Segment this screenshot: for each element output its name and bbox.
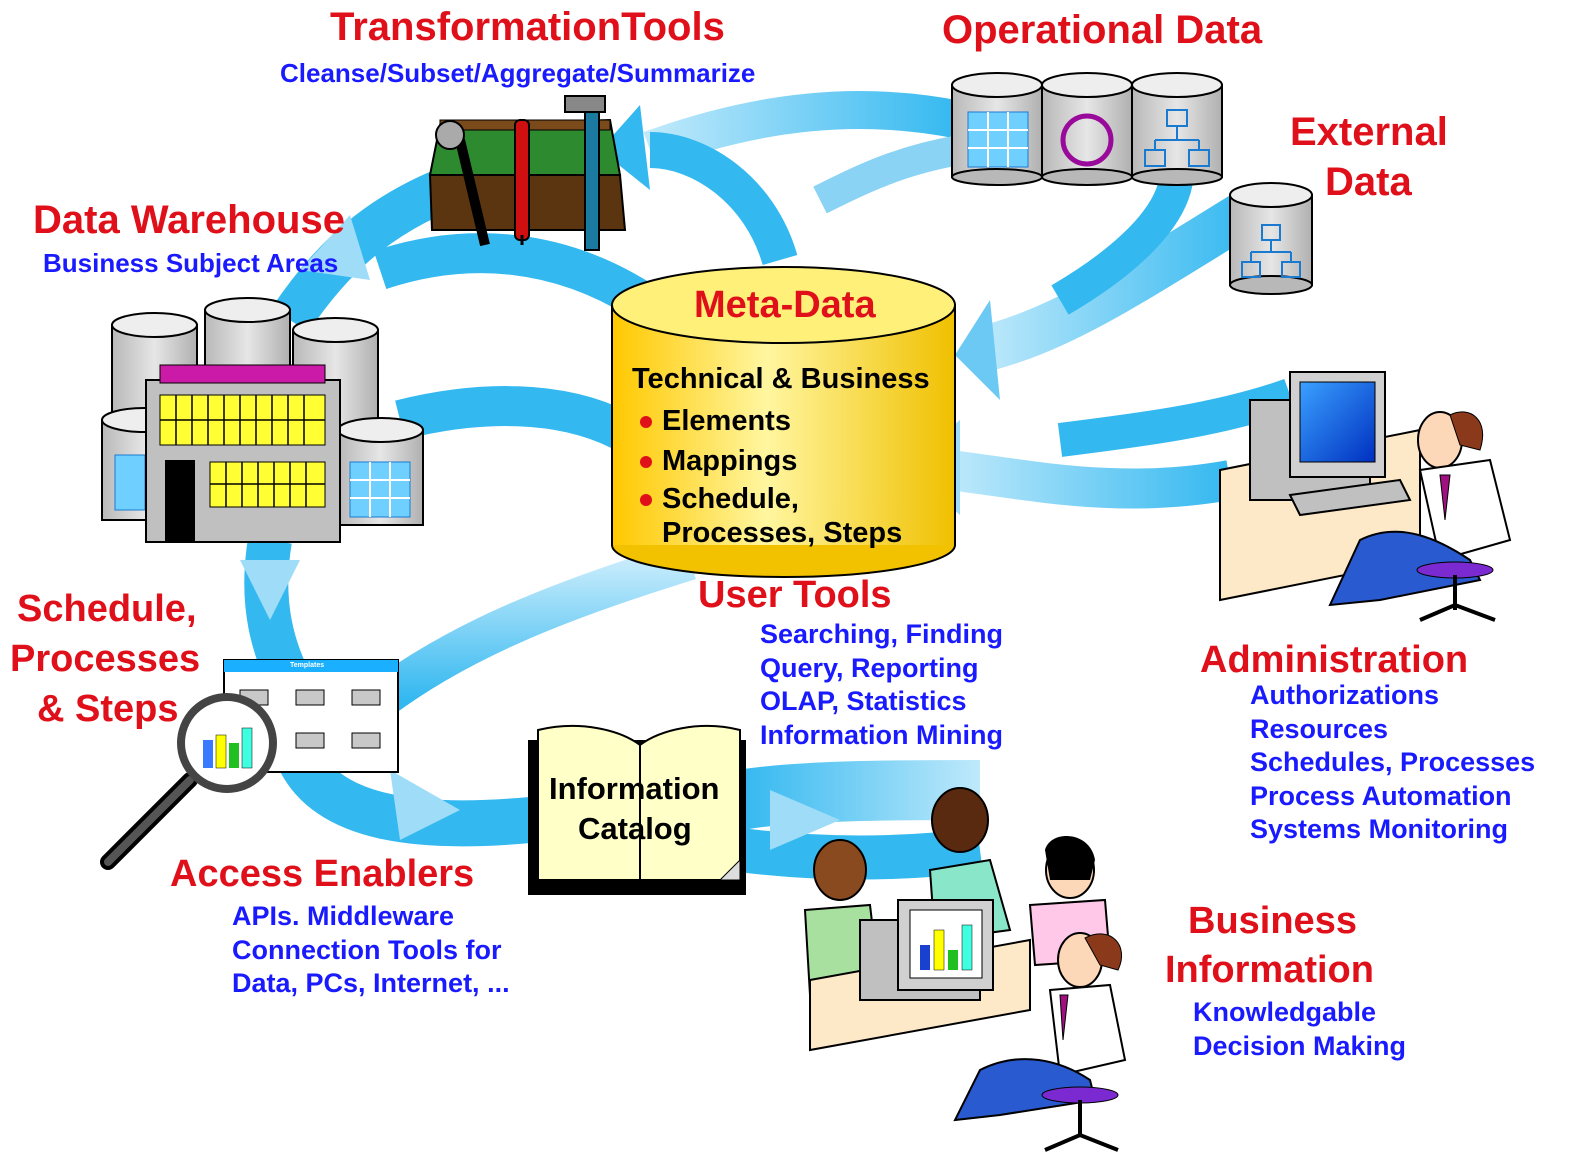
external-data-title-line2: Data — [1325, 160, 1412, 204]
administration-list: Authorizations Resources Schedules, Proc… — [1250, 679, 1535, 847]
administration-item: Process Automation — [1250, 780, 1512, 811]
arrow-head-tools — [600, 105, 650, 190]
metadata-item: Mappings — [662, 445, 798, 477]
metadata-item: Elements — [662, 405, 791, 437]
administration-title: Administration — [1200, 639, 1469, 681]
administration-item: Systems Monitoring — [1250, 814, 1509, 844]
access-enablers-item: Data, PCs, Internet, ... — [232, 968, 510, 998]
cylinder-network — [1041, 72, 1133, 186]
access-enablers-title: Access Enablers — [170, 853, 475, 895]
administration-item: Resources — [1250, 713, 1389, 744]
arrow-head-business — [770, 790, 840, 850]
metadata-item: Processes, Steps — [662, 517, 903, 549]
external-data-title-line1: External — [1290, 110, 1448, 154]
business-information-list: Knowledgable Decision Making — [1193, 996, 1406, 1063]
bullet-icon — [640, 494, 652, 506]
user-tools-list: Searching, Finding Query, Reporting OLAP… — [760, 618, 1003, 752]
metadata-title: Meta-Data — [694, 284, 876, 326]
user-tools-item: Query, Reporting — [760, 652, 979, 683]
cylinder-hierarchy — [1131, 72, 1223, 186]
schedule-title-line1: Schedule, — [17, 588, 197, 630]
information-catalog-line2: Catalog — [578, 811, 692, 846]
cylinder-table — [951, 72, 1043, 186]
business-information-title-line2: Information — [1165, 949, 1374, 991]
arrow-schedule-to-catalog — [279, 748, 533, 847]
arrow-meta-to-warehouse — [373, 233, 651, 318]
user-tools-item: Searching, Finding — [760, 619, 1004, 649]
magnifier-illustration — [100, 693, 277, 870]
external-cylinder — [1229, 182, 1313, 295]
access-enablers-list: APIs. Middleware Connection Tools for Da… — [232, 900, 510, 1001]
business-information-title-line1: Business — [1188, 900, 1357, 942]
arrow-head-warehouse — [300, 215, 370, 280]
information-catalog-line1: Information — [549, 771, 720, 806]
user-tools-title: User Tools — [698, 574, 892, 616]
metadata-item: Schedule, — [662, 483, 799, 515]
arrow-head-catalog — [390, 770, 460, 840]
transformation-tools-subtitle: Cleanse/Subset/Aggregate/Summarize — [280, 58, 756, 88]
metadata-cylinder — [611, 266, 956, 578]
arrow-head-schedule — [240, 560, 300, 620]
access-enablers-item: APIs. Middleware — [232, 901, 455, 931]
transformation-tools-title: TransformationTools — [330, 5, 725, 49]
schedule-title-line2: Processes — [10, 638, 201, 680]
business-users-illustration — [803, 787, 1127, 1152]
operational-data-title: Operational Data — [942, 8, 1263, 52]
arrow-external-to-meta — [974, 190, 1263, 373]
data-warehouse-subtitle: Business Subject Areas — [43, 248, 339, 278]
operational-cylinders — [951, 72, 1223, 186]
administration-item: Schedules, Processes — [1250, 747, 1536, 777]
catalog-book — [528, 724, 746, 895]
bullet-icon — [640, 456, 652, 468]
data-warehouse-title: Data Warehouse — [33, 198, 345, 242]
business-information-item: Knowledgable — [1193, 997, 1377, 1027]
administration-item: Authorizations — [1250, 680, 1439, 710]
arrow-operational-to-tools — [643, 91, 964, 168]
arrow-head-meta-right — [955, 300, 1000, 400]
bullet-icon — [640, 416, 652, 428]
arrow-admin-to-meta — [947, 450, 1234, 509]
arrow-meta-to-schedule — [368, 540, 696, 717]
metadata-heading: Technical & Business — [632, 363, 930, 395]
arrow-warehouse-to-meta — [395, 386, 629, 449]
toolbox-illustration — [428, 95, 627, 251]
user-tools-item: Information Mining — [760, 719, 1003, 750]
user-tools-item: OLAP, Statistics — [760, 686, 967, 716]
warehouse-illustration — [101, 297, 424, 543]
access-enablers-item: Connection Tools for — [232, 934, 502, 965]
administrator-illustration — [1219, 371, 1512, 622]
templates-window-title: Templates — [290, 662, 325, 669]
schedule-title-line3: & Steps — [37, 688, 179, 730]
business-information-item: Decision Making — [1193, 1030, 1407, 1061]
